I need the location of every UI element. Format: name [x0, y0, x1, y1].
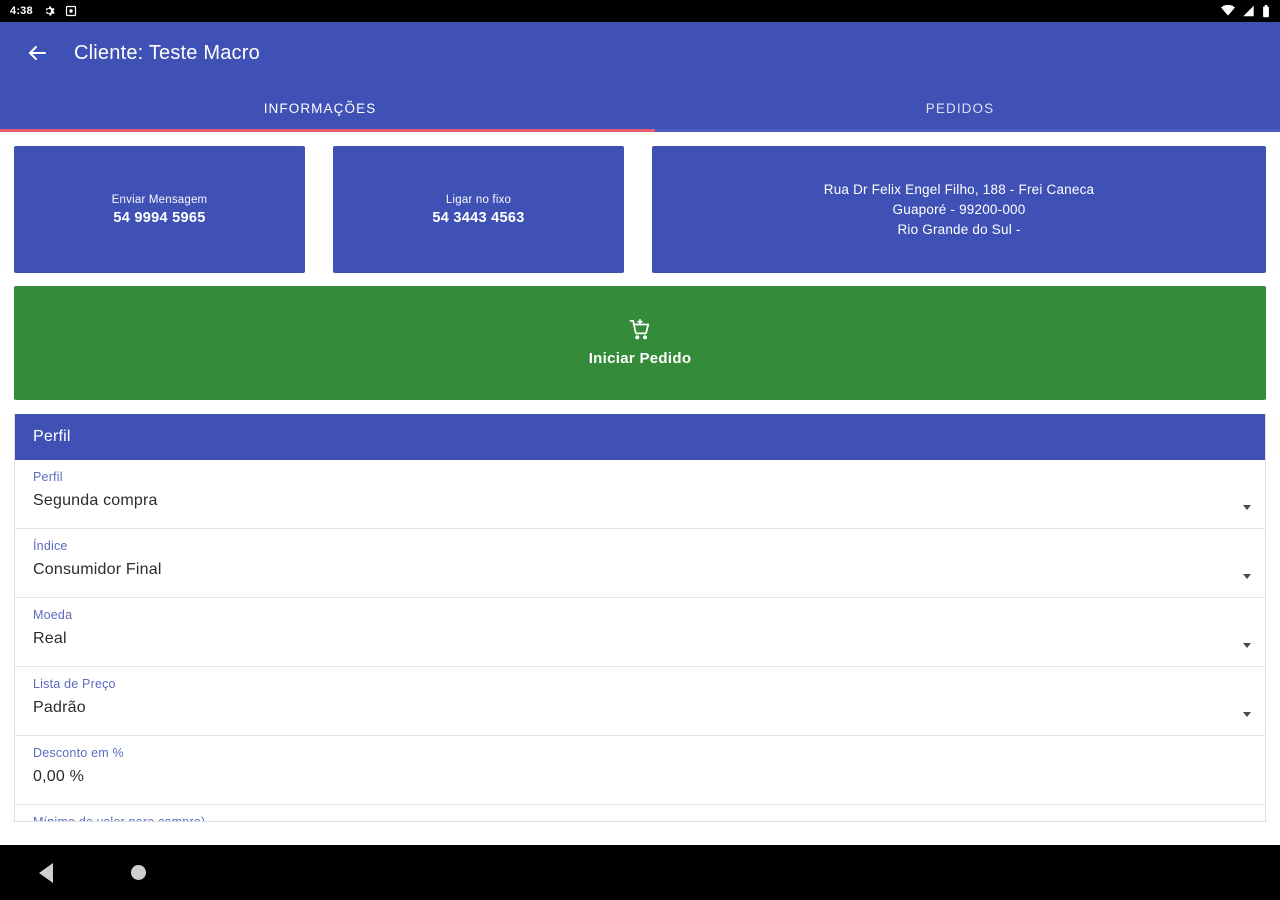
app-bar: Cliente: Teste Macro INFORMAÇÕES PEDIDOS: [0, 22, 1280, 132]
status-bar: 4:38: [0, 0, 1280, 22]
tab-bar: INFORMAÇÕES PEDIDOS: [0, 84, 1280, 132]
shopping-cart-icon: [629, 319, 651, 346]
field-desconto[interactable]: Desconto em % 0,00 %: [15, 736, 1265, 805]
back-nav-button[interactable]: [28, 855, 64, 891]
system-navigation-bar: [0, 845, 1280, 900]
content-scroll-area[interactable]: Enviar Mensagem 54 9994 5965 Ligar no fi…: [0, 132, 1280, 845]
address-card[interactable]: Rua Dr Felix Engel Filho, 188 - Frei Can…: [652, 146, 1266, 273]
back-arrow-icon[interactable]: [24, 40, 50, 66]
field-moeda-value: Real: [33, 630, 67, 647]
status-bar-right: [1221, 4, 1270, 18]
call-landline-number: 54 3443 4563: [432, 209, 525, 226]
chevron-down-icon[interactable]: [1243, 574, 1251, 579]
status-bar-left: 4:38: [10, 5, 77, 17]
field-lista-de-preco[interactable]: Lista de Preço Padrão: [15, 667, 1265, 736]
contact-cards-row: Enviar Mensagem 54 9994 5965 Ligar no fi…: [0, 132, 1280, 273]
tab-active-indicator: [0, 129, 656, 132]
page-title: Cliente: Teste Macro: [74, 41, 260, 64]
tab-informacoes[interactable]: INFORMAÇÕES: [0, 84, 640, 132]
address-line-2: Guaporé - 99200-000: [892, 201, 1026, 217]
field-moeda-label: Moeda: [33, 608, 73, 622]
field-indice-label: Índice: [33, 539, 68, 553]
field-perfil[interactable]: Perfil Segunda compra: [15, 460, 1265, 529]
call-landline-card[interactable]: Ligar no fixo 54 3443 4563: [333, 146, 624, 273]
field-perfil-value: Segunda compra: [33, 492, 158, 509]
address-line-1: Rua Dr Felix Engel Filho, 188 - Frei Can…: [823, 181, 1095, 197]
chevron-down-icon[interactable]: [1243, 505, 1251, 510]
field-minimo-valor-compra[interactable]: Mínimo de valor para compra): [15, 805, 1265, 821]
chevron-down-icon[interactable]: [1243, 643, 1251, 648]
start-order-button[interactable]: Iniciar Pedido: [14, 286, 1266, 400]
send-message-card[interactable]: Enviar Mensagem 54 9994 5965: [14, 146, 305, 273]
gear-icon: [43, 5, 55, 17]
tab-pedidos-label: PEDIDOS: [925, 100, 995, 116]
wifi-icon: [1221, 5, 1235, 17]
field-moeda[interactable]: Moeda Real: [15, 598, 1265, 667]
home-circle-icon: [130, 865, 146, 880]
tab-pedidos[interactable]: PEDIDOS: [640, 84, 1280, 132]
screenshot-icon: [65, 5, 77, 17]
status-bar-clock: 4:38: [10, 5, 33, 17]
field-desconto-label: Desconto em %: [33, 746, 124, 760]
profile-panel: Perfil Perfil Segunda compra Índice Cons…: [14, 414, 1266, 822]
app-bar-top-row: Cliente: Teste Macro: [0, 22, 1280, 84]
battery-icon: [1262, 4, 1270, 18]
call-landline-label: Ligar no fixo: [445, 193, 512, 206]
field-lista-de-preco-label: Lista de Preço: [33, 677, 116, 691]
profile-panel-header: Perfil: [15, 414, 1265, 460]
tab-informacoes-label: INFORMAÇÕES: [263, 100, 377, 116]
field-perfil-label: Perfil: [33, 470, 63, 484]
field-indice-value: Consumidor Final: [33, 561, 162, 578]
field-desconto-value: 0,00 %: [33, 768, 85, 785]
cell-signal-icon: [1242, 5, 1255, 17]
chevron-down-icon[interactable]: [1243, 712, 1251, 717]
send-message-label: Enviar Mensagem: [111, 193, 208, 206]
field-minimo-valor-compra-label: Mínimo de valor para compra): [33, 815, 1247, 821]
back-triangle-icon: [39, 862, 53, 883]
address-line-3: Rio Grande do Sul -: [897, 221, 1021, 237]
field-indice[interactable]: Índice Consumidor Final: [15, 529, 1265, 598]
home-nav-button[interactable]: [120, 855, 156, 891]
send-message-number: 54 9994 5965: [113, 209, 206, 226]
start-order-label: Iniciar Pedido: [588, 350, 692, 367]
field-lista-de-preco-value: Padrão: [33, 699, 86, 716]
